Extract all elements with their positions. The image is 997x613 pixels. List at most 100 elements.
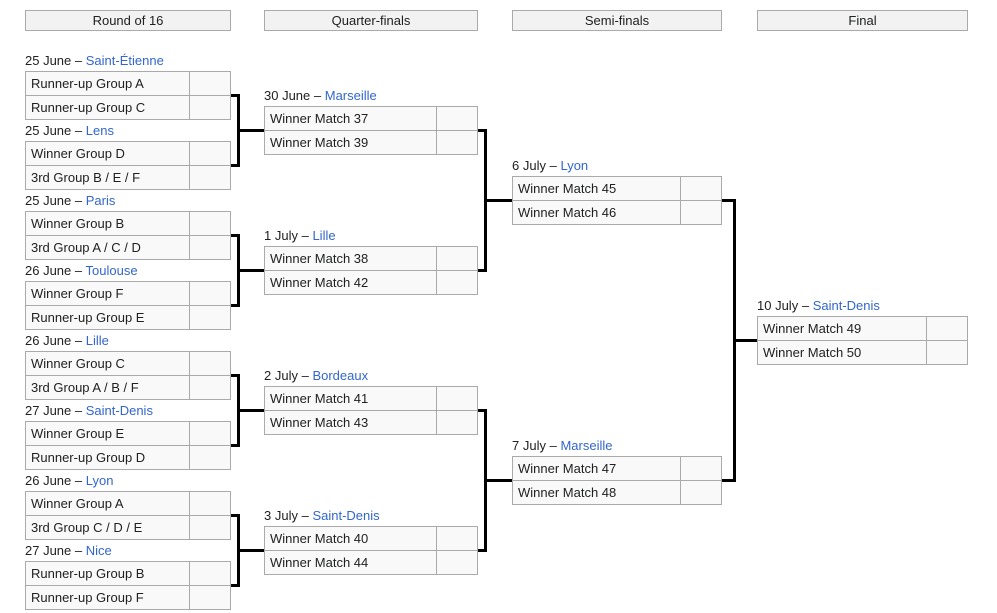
match-r16-5: 26 June – Lille Winner Group C 3rd Group… — [25, 333, 231, 400]
venue-link[interactable]: Bordeaux — [312, 368, 369, 383]
match-sf-2: 7 July – Marseille Winner Match 47 Winne… — [512, 438, 722, 505]
team-name: 3rd Group A / B / F — [31, 380, 139, 395]
round-header-quarter-finals: Quarter-finals — [264, 10, 478, 31]
match-date-text: 30 June — [264, 88, 311, 103]
match-qf-3: 2 July – Bordeaux Winner Match 41 Winner… — [264, 368, 478, 435]
team-row: 3rd Group B / E / F — [26, 165, 230, 189]
team-name: 3rd Group C / D / E — [31, 520, 143, 535]
score-cell — [926, 341, 967, 364]
score-cell — [436, 107, 477, 130]
match-r16-1: 25 June – Saint-Étienne Runner-up Group … — [25, 53, 231, 120]
date-dash: – — [74, 263, 83, 278]
match-date: 6 July – Lyon — [512, 158, 722, 176]
connector-line — [484, 199, 512, 202]
score-cell — [680, 177, 721, 200]
venue-link[interactable]: Lyon — [560, 158, 589, 173]
team-row: Runner-up Group A — [26, 72, 230, 95]
match-box: Winner Group D 3rd Group B / E / F — [25, 141, 231, 190]
date-dash: – — [301, 228, 309, 243]
venue-link[interactable]: Marseille — [560, 438, 613, 453]
match-box: Runner-up Group A Runner-up Group C — [25, 71, 231, 120]
venue-link[interactable]: Toulouse — [85, 263, 138, 278]
team-row: Winner Group A — [26, 492, 230, 515]
team-row: Runner-up Group F — [26, 585, 230, 609]
venue-link[interactable]: Lyon — [85, 473, 114, 488]
team-row: Winner Match 40 — [265, 527, 477, 550]
connector-line — [237, 129, 264, 132]
team-row: Winner Match 50 — [758, 340, 967, 364]
date-dash: – — [74, 123, 83, 138]
team-row: Winner Group B — [26, 212, 230, 235]
team-row: Winner Match 39 — [265, 130, 477, 154]
match-date-text: 3 July — [264, 508, 298, 523]
team-row: 3rd Group C / D / E — [26, 515, 230, 539]
venue-link[interactable]: Nice — [85, 543, 112, 558]
score-cell — [189, 352, 230, 375]
team-name: Winner Match 41 — [270, 391, 369, 406]
venue-link[interactable]: Lille — [312, 228, 336, 243]
match-date: 7 July – Marseille — [512, 438, 722, 456]
match-box: Winner Group A 3rd Group C / D / E — [25, 491, 231, 540]
venue-link[interactable]: Paris — [85, 193, 116, 208]
match-sf-1: 6 July – Lyon Winner Match 45 Winner Mat… — [512, 158, 722, 225]
match-date-text: 26 June — [25, 333, 72, 348]
team-name: Runner-up Group C — [31, 100, 146, 115]
venue-link[interactable]: Saint-Denis — [812, 298, 880, 313]
match-date-text: 7 July — [512, 438, 546, 453]
match-date-text: 26 June — [25, 263, 72, 278]
team-name: Runner-up Group A — [31, 76, 144, 91]
round-header-final: Final — [757, 10, 968, 31]
connector-line — [733, 339, 757, 342]
team-name: Winner Match 49 — [763, 321, 862, 336]
match-r16-6: 27 June – Saint-Denis Winner Group E Run… — [25, 403, 231, 470]
team-row: Winner Match 37 — [265, 107, 477, 130]
date-dash: – — [74, 543, 83, 558]
match-qf-1: 30 June – Marseille Winner Match 37 Winn… — [264, 88, 478, 155]
match-date: 10 July – Saint-Denis — [757, 298, 968, 316]
match-date-text: 10 July — [757, 298, 799, 313]
connector-line — [231, 444, 240, 447]
team-row: Winner Match 45 — [513, 177, 721, 200]
match-box: Winner Match 37 Winner Match 39 — [264, 106, 478, 155]
score-cell — [189, 72, 230, 95]
connector-line — [231, 94, 240, 97]
team-row: Winner Group F — [26, 282, 230, 305]
team-name: Runner-up Group F — [31, 590, 144, 605]
team-row: 3rd Group A / C / D — [26, 235, 230, 259]
match-r16-7: 26 June – Lyon Winner Group A 3rd Group … — [25, 473, 231, 540]
match-box: Winner Match 41 Winner Match 43 — [264, 386, 478, 435]
team-row: Winner Group E — [26, 422, 230, 445]
venue-link[interactable]: Lens — [85, 123, 114, 138]
match-date: 26 June – Lille — [25, 333, 231, 351]
date-dash: – — [313, 88, 322, 103]
date-dash: – — [74, 53, 83, 68]
score-cell — [436, 527, 477, 550]
venue-link[interactable]: Lille — [85, 333, 109, 348]
team-row: Winner Group C — [26, 352, 230, 375]
team-name: Winner Match 37 — [270, 111, 369, 126]
venue-link[interactable]: Saint-Denis — [85, 403, 153, 418]
round-header-semi-finals: Semi-finals — [512, 10, 722, 31]
match-box: Winner Match 45 Winner Match 46 — [512, 176, 722, 225]
connector-line — [722, 479, 736, 482]
score-cell — [436, 387, 477, 410]
date-dash: – — [301, 368, 309, 383]
match-box: Winner Match 40 Winner Match 44 — [264, 526, 478, 575]
score-cell — [189, 306, 230, 329]
team-name: Runner-up Group D — [31, 450, 146, 465]
venue-link[interactable]: Saint-Denis — [312, 508, 380, 523]
venue-link[interactable]: Marseille — [324, 88, 377, 103]
date-dash: – — [301, 508, 309, 523]
venue-link[interactable]: Saint-Étienne — [85, 53, 164, 68]
team-row: Runner-up Group C — [26, 95, 230, 119]
team-row: Runner-up Group D — [26, 445, 230, 469]
score-cell — [189, 492, 230, 515]
connector-line — [478, 129, 487, 132]
score-cell — [189, 96, 230, 119]
match-qf-4: 3 July – Saint-Denis Winner Match 40 Win… — [264, 508, 478, 575]
match-r16-3: 25 June – Paris Winner Group B 3rd Group… — [25, 193, 231, 260]
connector-line — [231, 374, 240, 377]
match-box: Winner Group B 3rd Group A / C / D — [25, 211, 231, 260]
date-dash: – — [801, 298, 810, 313]
